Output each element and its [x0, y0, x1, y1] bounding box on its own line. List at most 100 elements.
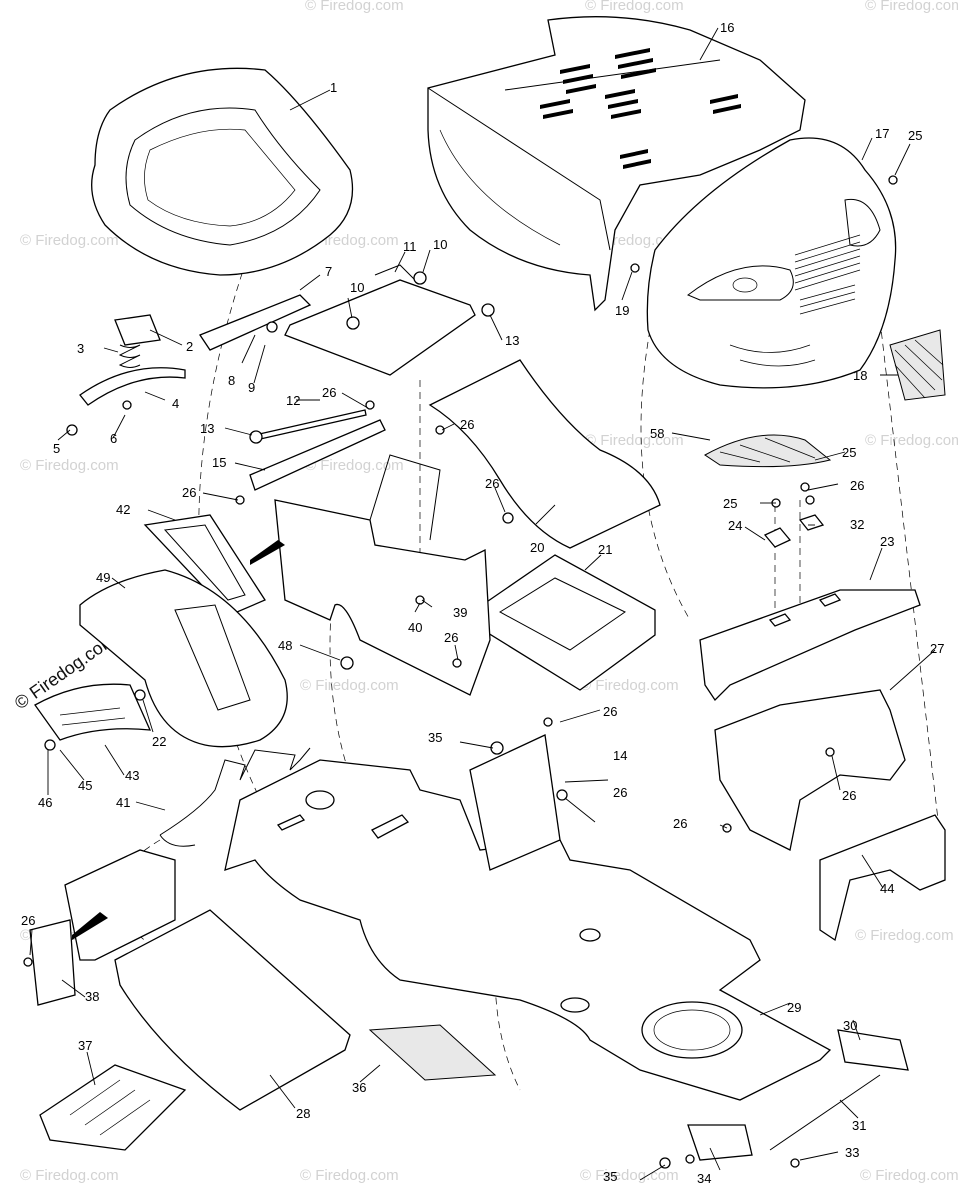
callout-25: 25	[842, 445, 856, 460]
front-nose	[646, 137, 897, 389]
callout-32: 32	[850, 517, 864, 532]
callout-48: 48	[278, 638, 292, 653]
front-bracket	[714, 689, 906, 851]
callout-36: 36	[352, 1080, 366, 1095]
callout-5: 5	[53, 441, 60, 456]
callout-26: 26	[850, 478, 864, 493]
callout-58: 58	[650, 426, 664, 441]
footrest	[79, 569, 288, 748]
watermark: © Firedog.com	[865, 0, 958, 14]
callout-28: 28	[296, 1106, 310, 1121]
direction-arrows	[72, 540, 285, 940]
callout-39: 39	[453, 605, 467, 620]
callout-7: 7	[325, 264, 332, 279]
callout-13: 13	[505, 333, 519, 348]
callout-30: 30	[843, 1018, 857, 1033]
dash-panel	[699, 589, 921, 702]
side-panel-bracket	[469, 734, 561, 871]
callout-9: 9	[248, 380, 255, 395]
watermark: © Firedog.com	[585, 0, 684, 14]
callout-26: 26	[842, 788, 856, 803]
callout-45: 45	[78, 778, 92, 793]
seat-pan	[284, 264, 495, 376]
callout-38: 38	[85, 989, 99, 1004]
side-screen	[889, 329, 946, 401]
callout-10: 10	[350, 280, 364, 295]
linkage	[685, 1029, 909, 1168]
watermark: © Firedog.com	[300, 1167, 399, 1184]
callout-37: 37	[78, 1038, 92, 1053]
hood-top	[427, 16, 806, 312]
hinge-rod	[249, 409, 386, 491]
callout-26: 26	[322, 385, 336, 400]
callout-44: 44	[880, 881, 894, 896]
callout-26: 26	[613, 785, 627, 800]
callout-35: 35	[428, 730, 442, 745]
callout-26: 26	[603, 704, 617, 719]
front-support	[819, 814, 946, 942]
callout-14: 14	[613, 748, 627, 763]
callout-26: 26	[21, 913, 35, 928]
callout-31: 31	[852, 1118, 866, 1133]
rear-frame-panel	[274, 454, 491, 696]
callout-21: 21	[598, 542, 612, 557]
footboard-left	[29, 849, 176, 1006]
callout-20: 20	[530, 540, 544, 555]
callout-26: 26	[182, 485, 196, 500]
pedal-plate	[34, 683, 152, 741]
watermark: © Firedog.com	[305, 457, 404, 474]
callout-26: 26	[444, 630, 458, 645]
front-screen	[704, 434, 832, 468]
callout-13: 13	[200, 421, 214, 436]
callout-24: 24	[728, 518, 742, 533]
main-frame	[224, 759, 832, 1101]
callout-6: 6	[110, 431, 117, 446]
watermark: © Firedog.com	[865, 432, 958, 449]
callout-4: 4	[172, 396, 179, 411]
wire-harness	[159, 747, 311, 847]
seat	[91, 67, 354, 276]
callout-2: 2	[186, 339, 193, 354]
callout-19: 19	[615, 303, 629, 318]
callout-25: 25	[723, 496, 737, 511]
callout-34: 34	[697, 1171, 711, 1186]
callout-11: 11	[403, 239, 417, 254]
callout-1: 1	[330, 80, 337, 95]
callout-40: 40	[408, 620, 422, 635]
watermark: © Firedog.com	[305, 0, 404, 14]
callout-26: 26	[673, 816, 687, 831]
watermark: © Firedog.com	[300, 677, 399, 694]
watermark: © Firedog.com	[20, 457, 119, 474]
callout-29: 29	[787, 1000, 801, 1015]
callout-22: 22	[152, 734, 166, 749]
callout-26: 26	[485, 476, 499, 491]
callout-33: 33	[845, 1145, 859, 1160]
watermark: © Firedog.com	[585, 432, 684, 449]
fender	[428, 359, 661, 549]
callout-23: 23	[880, 534, 894, 549]
console	[474, 554, 656, 691]
leader-lines	[29, 27, 936, 1181]
watermark: © Firedog.com	[580, 677, 679, 694]
rear-tray	[39, 1064, 187, 1151]
callout-16: 16	[720, 20, 734, 35]
callout-10: 10	[433, 237, 447, 252]
callout-3: 3	[77, 341, 84, 356]
callout-12: 12	[286, 393, 300, 408]
watermark: © Firedog.com	[20, 232, 119, 249]
footboard	[114, 909, 351, 1111]
watermark: © Firedog.com	[855, 927, 954, 944]
mat-strip	[368, 1024, 497, 1081]
callout-49: 49	[96, 570, 110, 585]
watermark: © Firedog.com	[20, 1167, 119, 1184]
callout-27: 27	[930, 641, 944, 656]
callout-8: 8	[228, 373, 235, 388]
watermark: © Firedog.com	[580, 1167, 679, 1184]
grille-vent-lines	[794, 234, 861, 315]
callout-17: 17	[875, 126, 889, 141]
callout-42: 42	[116, 502, 130, 517]
hood-vent-slots	[540, 48, 741, 169]
callout-43: 43	[125, 768, 139, 783]
callout-18: 18	[853, 368, 867, 383]
